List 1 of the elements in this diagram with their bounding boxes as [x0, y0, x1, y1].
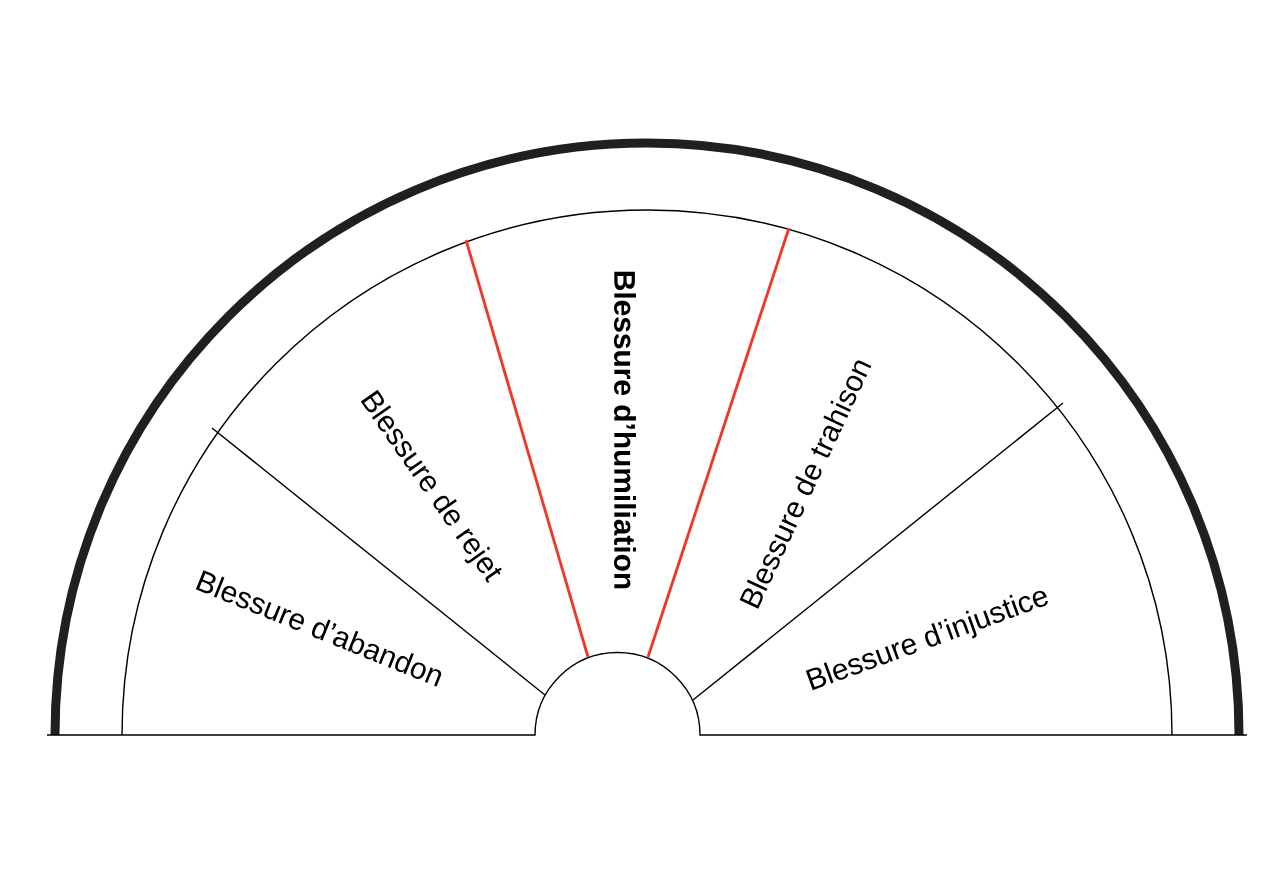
sector-label: Blessure d’humiliation: [614, 271, 636, 589]
